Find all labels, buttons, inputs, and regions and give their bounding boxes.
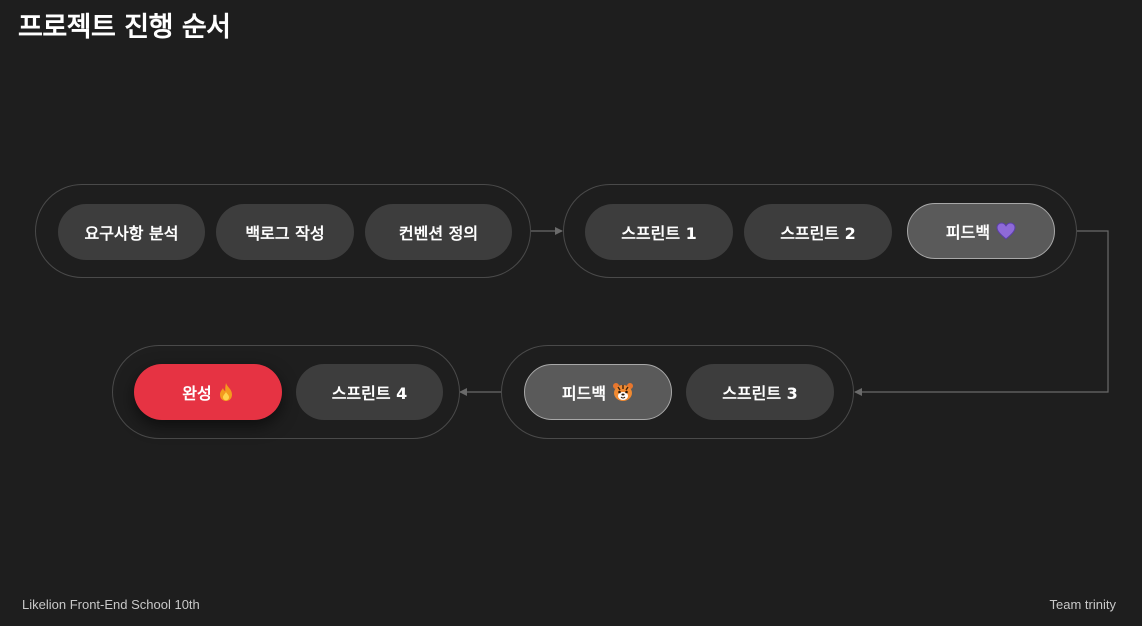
phase-group-finish [112,345,460,439]
phase-group-sprints-b [501,345,854,439]
phase-group-sprints-a [563,184,1077,278]
tiger-face-icon [612,382,634,402]
step-sprint-4[interactable]: 스프린트 4 [296,364,443,420]
step-label: 피드백 [561,384,607,403]
phase-group-planning [35,184,531,278]
step-label: 피드백 [945,223,991,242]
step-label: 스프린트 4 [331,384,408,403]
step-label: 백로그 작성 [245,224,325,243]
step-label: 스프린트 2 [780,224,856,243]
step-label: 완성 [182,384,212,403]
purple-heart-icon [996,222,1016,240]
step-sprint-3[interactable]: 스프린트 3 [686,364,834,420]
step-feedback-2[interactable]: 피드백 [524,364,672,420]
step-label: 요구사항 분석 [84,224,179,243]
fire-icon [218,382,234,402]
step-requirements-analysis[interactable]: 요구사항 분석 [58,204,205,260]
footer-team: Team trinity [1049,597,1116,612]
step-feedback-1[interactable]: 피드백 [907,203,1055,259]
step-label: 컨벤션 정의 [398,224,479,243]
step-label: 스프린트 3 [722,384,798,403]
step-sprint-2[interactable]: 스프린트 2 [744,204,892,260]
step-convention[interactable]: 컨벤션 정의 [365,204,512,260]
step-label: 스프린트 1 [621,224,697,243]
step-backlog[interactable]: 백로그 작성 [216,204,354,260]
step-sprint-1[interactable]: 스프린트 1 [585,204,733,260]
footer-school: Likelion Front-End School 10th [22,597,200,612]
page-title: 프로젝트 진행 순서 [18,12,231,43]
step-complete[interactable]: 완성 [134,364,282,420]
